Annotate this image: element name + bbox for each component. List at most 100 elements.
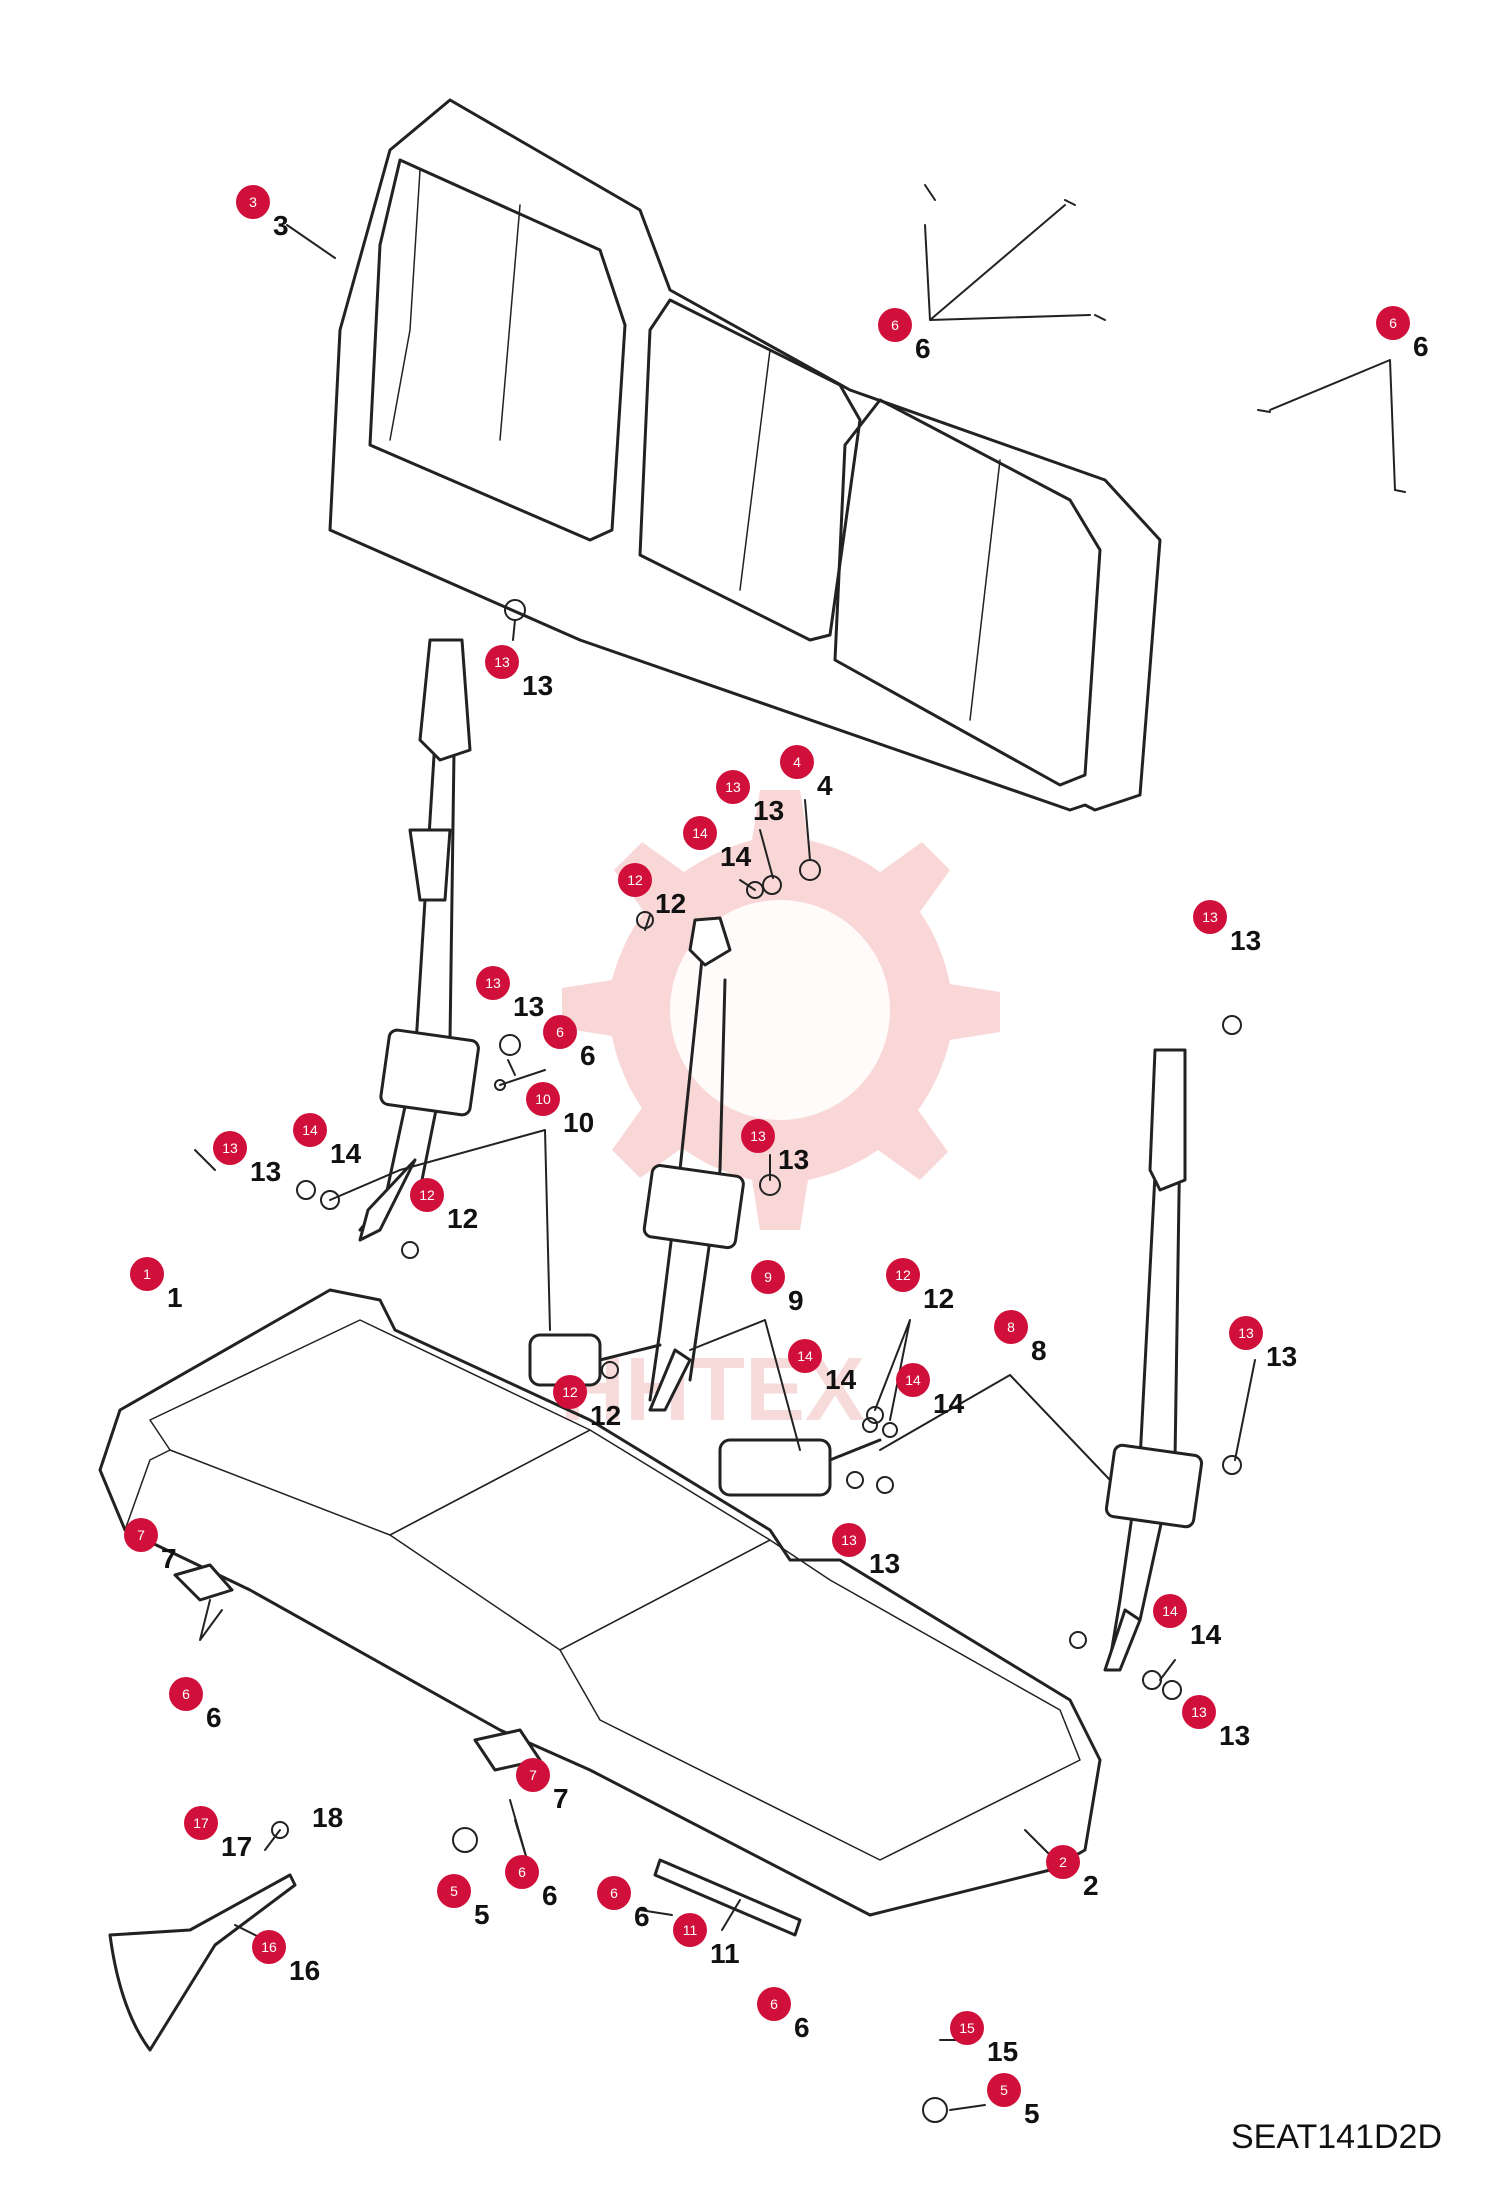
callout-badge-number: 13: [725, 779, 741, 795]
callout-label: 12: [923, 1283, 954, 1314]
callout-label: 7: [553, 1783, 569, 1814]
callout-badge: [757, 1987, 791, 2021]
callout-2: 22: [1046, 1845, 1099, 1901]
callout-badge: [213, 1131, 247, 1165]
callout-badge: [410, 1178, 444, 1212]
callout-badge: [437, 1874, 471, 1908]
callout-badge-number: 3: [249, 194, 257, 210]
drawing-code: SEAT141D2D: [1231, 2118, 1442, 2156]
callout-badge-number: 7: [137, 1527, 145, 1543]
callout-7: 77: [516, 1758, 569, 1814]
callout-badge: [618, 863, 652, 897]
callout-badge-number: 6: [1389, 315, 1397, 331]
callout-label: 6: [1413, 331, 1429, 362]
callout-badge: [1046, 1845, 1080, 1879]
callout-label: 6: [794, 2012, 810, 2043]
callout-badge-number: 13: [841, 1532, 857, 1548]
leader-lines: [194, 204, 1396, 2111]
callout-label: 13: [778, 1144, 809, 1175]
callout-badge-number: 12: [419, 1187, 435, 1203]
callout-badge-number: 10: [535, 1091, 551, 1107]
seat-back-left-panel: [368, 158, 627, 542]
bracket-part-16: [108, 1873, 297, 2052]
callout-badge: [1153, 1594, 1187, 1628]
callout-label: 13: [250, 1156, 281, 1187]
callout-label: 2: [1083, 1870, 1099, 1901]
callout-badge: [1193, 900, 1227, 934]
callout-badge: [994, 1310, 1028, 1344]
callout-badge: [788, 1339, 822, 1373]
callout-badge-number: 1: [143, 1266, 151, 1282]
callout-badge-number: 6: [518, 1864, 526, 1880]
callout-label: 6: [542, 1880, 558, 1911]
callout-badge-number: 8: [1007, 1319, 1015, 1335]
center-seat-belt-retractor: [642, 1164, 745, 1250]
callout-7: 77: [124, 1518, 177, 1574]
callout-label: 3: [273, 210, 289, 241]
callout-label: 10: [563, 1107, 594, 1138]
callout-badge: [169, 1677, 203, 1711]
right-seat-belt-webbing: [1108, 1078, 1162, 1662]
callout-badge: [886, 1258, 920, 1292]
callout-5: 55: [437, 1874, 490, 1930]
callout-1: 11: [130, 1257, 183, 1313]
callout-label: 5: [1024, 2098, 1040, 2129]
watermark-gear-hub: [670, 900, 890, 1120]
callout-badge: [878, 308, 912, 342]
callout-label: 13: [753, 795, 784, 826]
seat-back-right-panel: [833, 398, 1102, 787]
callout-badge-number: 6: [182, 1686, 190, 1702]
callout-9: 99: [751, 1260, 804, 1316]
callout-label: 13: [1219, 1720, 1250, 1751]
callout-6: 66: [1376, 306, 1429, 362]
callout-label: 6: [206, 1702, 222, 1733]
callout-14: 14 14: [683, 816, 752, 872]
callout-3: 33: [236, 185, 289, 241]
callout-badge-number: 6: [556, 1024, 564, 1040]
callout-badge-number: 13: [1238, 1325, 1254, 1341]
callout-badge-number: 6: [891, 317, 899, 333]
callout-badge-number: 14: [905, 1372, 921, 1388]
callout-14: 14 14: [1153, 1594, 1222, 1650]
callout-label: 16: [289, 1955, 320, 1986]
callout-4: 44: [780, 745, 833, 801]
callout-badge: [293, 1113, 327, 1147]
callout-label: 6: [580, 1040, 596, 1071]
callout-badge-number: 13: [494, 654, 510, 670]
callout-badge: [716, 770, 750, 804]
callout-label: 7: [161, 1543, 177, 1574]
callout-label: 13: [869, 1548, 900, 1579]
callout-label: 14: [720, 841, 752, 872]
callout-label: 14: [1190, 1619, 1222, 1650]
callout-badge-number: 4: [793, 754, 801, 770]
seat-back-center-panel: [638, 298, 862, 642]
callout-6: 66: [878, 308, 931, 364]
callout-badge: [1229, 1316, 1263, 1350]
bracket-part-11: [653, 1858, 802, 1937]
callout-badge-number: 14: [692, 825, 708, 841]
callout-label: 14: [825, 1364, 857, 1395]
callout-label-18: 18: [312, 1802, 343, 1833]
right-seat-belt-upper-anchor: [1148, 1048, 1187, 1192]
callout-label: 13: [1266, 1341, 1297, 1372]
callout-label: 12: [447, 1203, 478, 1234]
callout-badge: [130, 1257, 164, 1291]
callout-badge: [832, 1523, 866, 1557]
callout-badge-number: 14: [1162, 1603, 1178, 1619]
callout-badge: [673, 1913, 707, 1947]
callout-badge-number: 13: [485, 975, 501, 991]
callout-badge-number: 11: [683, 1922, 698, 1938]
callout-badge: [252, 1930, 286, 1964]
callout-badge-number: 2: [1059, 1854, 1067, 1870]
callout-6: 66: [543, 1015, 596, 1071]
